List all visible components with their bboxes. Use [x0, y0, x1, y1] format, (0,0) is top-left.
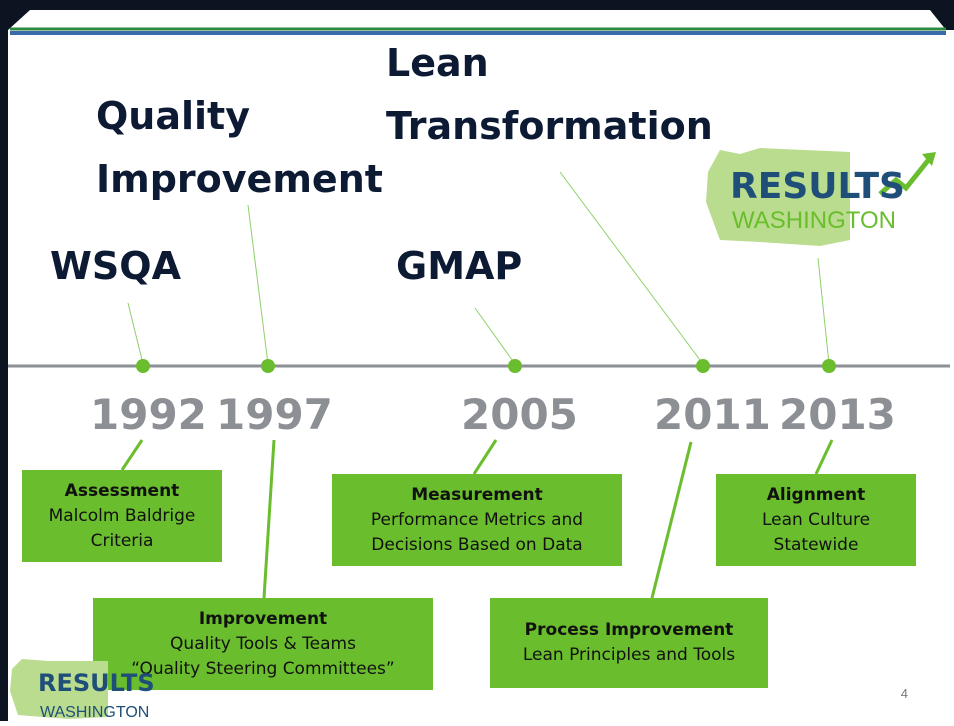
box-measurement-line2: Decisions Based on Data	[371, 534, 583, 555]
heading-gmap: GMAP	[396, 244, 523, 288]
box-improvement-title: Improvement	[198, 608, 328, 629]
box-alignment-line2: Statewide	[773, 534, 859, 555]
box-measurement-title: Measurement	[411, 484, 543, 505]
year-2011: 2011	[654, 390, 771, 439]
heading-quality-line1: Quality	[96, 94, 250, 138]
box-process-line1: Lean Principles and Tools	[522, 645, 736, 665]
slide-number: 4	[900, 686, 908, 701]
box-measurement-line1: Performance Metrics and	[370, 509, 584, 530]
results-washington-logo-small: RESULTS WASHINGTON	[8, 655, 158, 721]
timeline-dot-2013	[822, 359, 836, 373]
timeline-dot-1997	[261, 359, 275, 373]
washington-state-icon-small: RESULTS WASHINGTON	[10, 659, 155, 721]
timeline-dot-2011	[696, 359, 710, 373]
timeline-dot-1992	[136, 359, 150, 373]
box-assessment-title: Assessment	[64, 480, 180, 501]
box-assessment-line2: Criteria	[90, 530, 154, 551]
svg-text:WASHINGTON: WASHINGTON	[40, 704, 149, 721]
box-process-title: Process Improvement	[524, 620, 734, 640]
washington-state-icon: RESULTS WASHINGTON	[706, 148, 936, 246]
box-assessment: Assessment Malcolm Baldrige Criteria	[22, 470, 222, 562]
top-banner	[0, 0, 954, 40]
year-2013: 2013	[779, 390, 896, 439]
timeline-dot-2005	[508, 359, 522, 373]
heading-lean-line1: Lean	[386, 41, 489, 85]
heading-wsqa: WSQA	[50, 244, 181, 288]
box-alignment-title: Alignment	[766, 484, 866, 505]
heading-quality-line2: Improvement	[96, 157, 383, 201]
left-frame	[0, 0, 8, 721]
results-washington-logo: RESULTS WASHINGTON	[700, 142, 940, 257]
svg-text:RESULTS: RESULTS	[730, 166, 905, 207]
svg-text:RESULTS: RESULTS	[38, 669, 155, 697]
box-improvement-line2: “Quality Steering Committees”	[131, 658, 395, 679]
box-alignment-line1: Lean Culture	[761, 509, 871, 530]
box-alignment: Alignment Lean Culture Statewide	[716, 474, 916, 566]
svg-text:WASHINGTON: WASHINGTON	[732, 207, 896, 234]
heading-lean-line2: Transformation	[386, 104, 713, 148]
box-improvement: Improvement Quality Tools & Teams “Quali…	[93, 598, 433, 690]
year-1992: 1992	[90, 390, 207, 439]
year-1997: 1997	[216, 390, 333, 439]
box-improvement-line1: Quality Tools & Teams	[170, 633, 356, 654]
box-process-improvement: Process Improvement Lean Principles and …	[490, 598, 768, 688]
box-assessment-line1: Malcolm Baldrige	[48, 505, 196, 526]
year-2005: 2005	[461, 390, 578, 439]
box-measurement: Measurement Performance Metrics and Deci…	[332, 474, 622, 566]
